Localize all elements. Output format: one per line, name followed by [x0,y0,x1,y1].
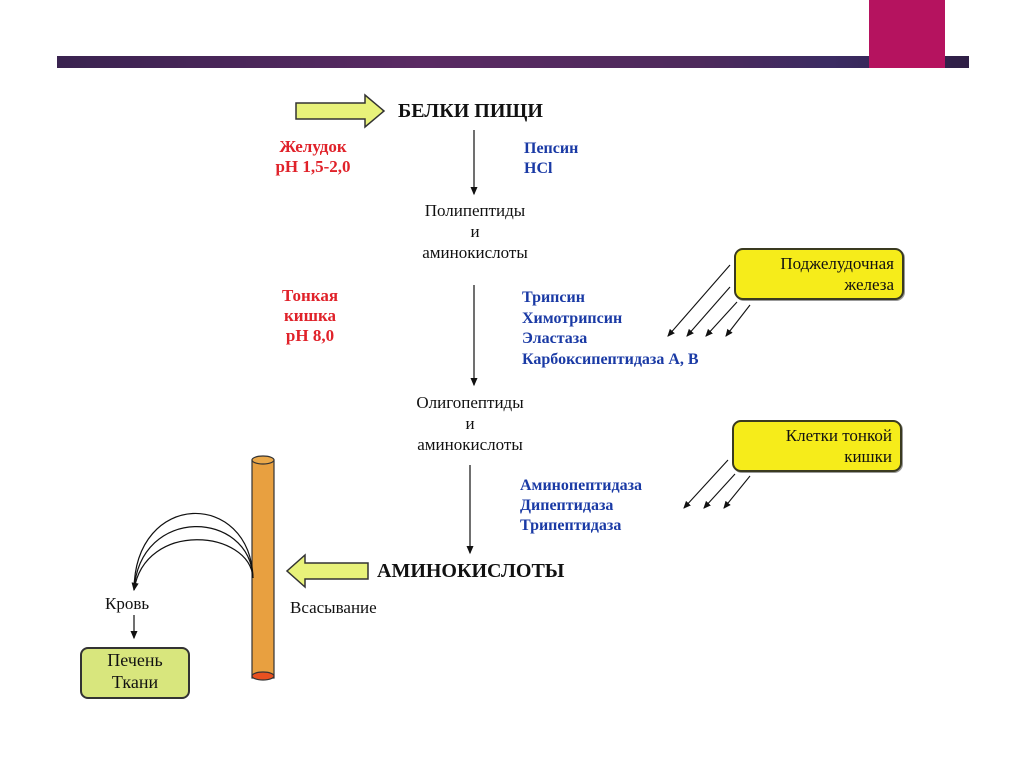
enzyme-trypsin: Трипсин [522,289,585,306]
pancreas-enzymes: Трипсин Химотрипсин Эластаза Карбоксипеп… [522,288,699,370]
node-polypeptides: Полипептиды и аминокислоты [400,200,550,263]
node-oligopeptides-line2: и [465,414,475,433]
node-dietary-proteins: БЕЛКИ ПИЩИ [398,100,543,122]
intestinal-cells-box-line1: Клетки тонкой [785,426,892,445]
enzyme-tripeptidase: Трипептидаза [520,517,622,534]
node-oligopeptides-line1: Олигопептиды [416,393,524,412]
node-oligopeptides: Олигопептиды и аминокислоты [395,392,545,455]
enzyme-hcl: HCl [524,160,553,177]
input-arrow-icon [295,93,386,129]
enzyme-aminopeptidase: Аминопептидаза [520,477,643,494]
node-amino-acids: АМИНОКИСЛОТЫ [377,560,565,582]
accent-block [869,0,945,68]
pancreas-box-line1: Поджелудочная [780,254,894,273]
stage-small-intestine: Тонкая кишка рН 8,0 [275,286,345,346]
enzyme-pepsin: Пепсин [524,140,579,157]
stage-small-intestine-ph: рН 8,0 [285,326,335,345]
absorption-arrow-icon [285,553,369,589]
stomach-enzymes: Пепсин HCl [524,139,578,179]
intestinal-cell-arrows [683,459,751,509]
stage-stomach-name: Желудок [279,137,347,156]
tube-opening [251,671,275,681]
stage-stomach: Желудок рН 1,5-2,0 [258,137,368,177]
blood-label: Кровь [105,594,150,613]
absorption-label: Всасывание [290,598,377,617]
liver-tissue-box: Печень Ткани [80,647,190,699]
enzyme-chymotrypsin: Химотрипсин [522,309,623,327]
stage-small-intestine-line1: Тонкая [281,286,339,305]
intestine-tube [251,459,275,679]
tissue-label: Ткани [111,672,159,692]
liver-label: Печень [107,650,163,670]
intestinal-enzymes: Аминопептидаза Дипептидаза Трипептидаза [520,476,642,536]
stage-stomach-ph: рН 1,5-2,0 [275,157,351,176]
stage-small-intestine-line2: кишка [284,306,336,325]
intestinal-cells-box: Клетки тонкой кишки [732,420,902,472]
enzyme-elastase: Эластаза [522,330,588,347]
node-polypeptides-line1: Полипептиды [424,201,526,220]
pancreas-box-line2: железа [844,275,894,294]
node-polypeptides-line3: аминокислоты [422,243,528,262]
pancreas-box: Поджелудочная железа [734,248,904,300]
node-polypeptides-line2: и [470,222,480,241]
blood-arcs [131,512,254,592]
pancreas-arrows [667,264,751,337]
enzyme-dipeptidase: Дипептидаза [520,497,614,514]
enzyme-carboxypeptidase: Карбоксипептидаза А, В [522,350,699,368]
node-oligopeptides-line3: аминокислоты [417,435,523,454]
header-bar [57,56,969,68]
intestinal-cells-box-line2: кишки [844,447,892,466]
